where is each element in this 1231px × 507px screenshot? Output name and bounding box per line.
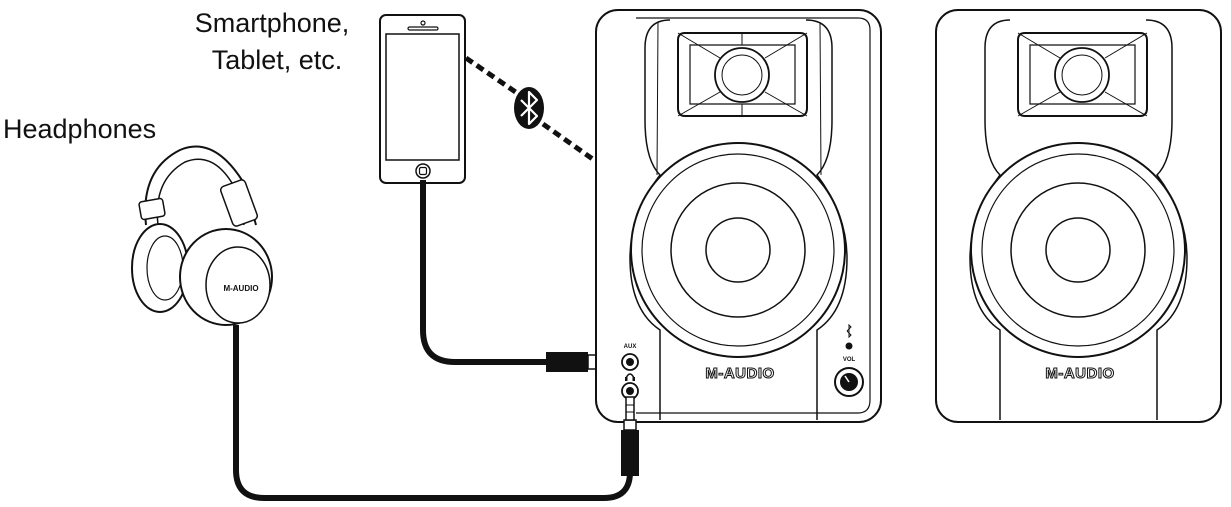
speaker-left-brand: M-AUDIO bbox=[705, 365, 774, 382]
tweeter-left bbox=[677, 32, 808, 117]
bluetooth-indicator bbox=[845, 323, 853, 350]
woofer-right bbox=[970, 142, 1186, 358]
headphones-brand: M-AUDIO bbox=[223, 284, 258, 293]
speaker-right: M-AUDIO bbox=[935, 9, 1222, 423]
headphones-label: Headphones bbox=[3, 114, 156, 144]
smartphone-label-line1: Smartphone, bbox=[195, 8, 350, 38]
speaker-right-brand: M-AUDIO bbox=[1045, 365, 1114, 382]
tweeter-right bbox=[1017, 32, 1148, 117]
aux-input-jack: AUX bbox=[621, 344, 639, 371]
headphone-jack-icon bbox=[625, 373, 635, 381]
home-button-icon bbox=[415, 163, 431, 179]
headphones: M-AUDIO bbox=[131, 145, 273, 326]
bluetooth-icon bbox=[514, 87, 544, 129]
aux-label: AUX bbox=[624, 344, 637, 350]
vol-label: VOL bbox=[843, 357, 856, 363]
bluetooth-link bbox=[464, 55, 596, 163]
headphone-cable bbox=[233, 325, 639, 501]
speaker-left: M-AUDIO AUX VOL bbox=[595, 9, 882, 423]
headphone-output-jack bbox=[621, 373, 639, 400]
smartphone-label-line2: Tablet, etc. bbox=[212, 45, 343, 75]
smartphone bbox=[379, 14, 466, 184]
woofer-left bbox=[630, 142, 846, 358]
volume-knob bbox=[834, 367, 864, 397]
